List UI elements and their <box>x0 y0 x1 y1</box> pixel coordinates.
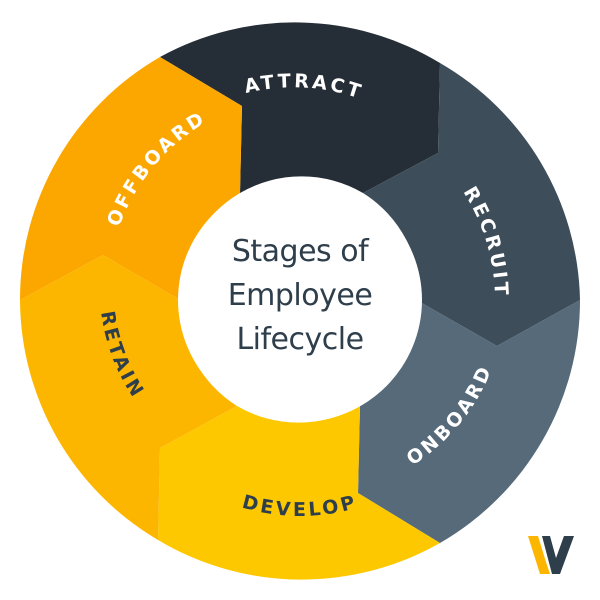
segment-offboard <box>19 57 243 300</box>
segment-onboard <box>358 300 581 543</box>
title-line-1: Stages of <box>231 234 369 269</box>
title-line-3: Lifecycle <box>236 322 364 357</box>
segment-attract <box>160 22 440 194</box>
segment-retain <box>20 255 237 540</box>
title-line-2: Employee <box>227 278 373 313</box>
segment-recruit <box>363 63 580 346</box>
logo-left-stroke <box>528 536 550 574</box>
logo-right-stroke <box>542 536 574 574</box>
diagram-title: Stages of Employee Lifecycle <box>178 230 422 362</box>
center-circle <box>178 178 422 422</box>
w-logo-icon <box>528 536 574 574</box>
segment-develop <box>158 406 440 580</box>
